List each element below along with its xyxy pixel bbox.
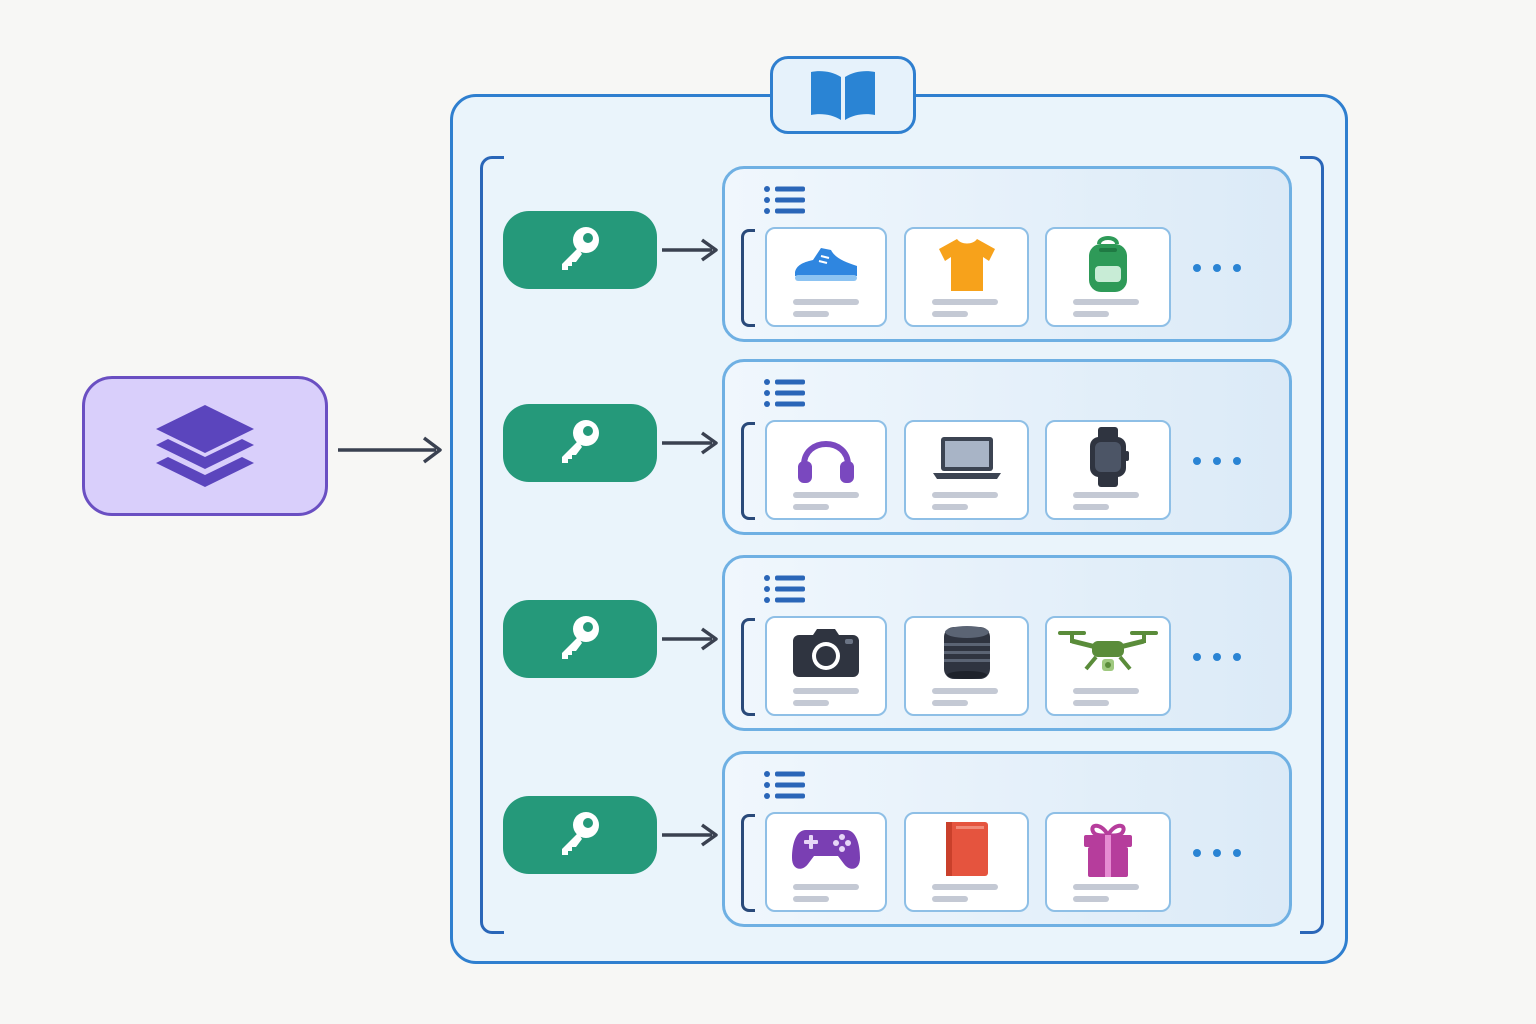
key-node-1 — [503, 211, 657, 289]
item-list-3 — [722, 555, 1292, 731]
text-placeholder-line — [1073, 504, 1109, 510]
book-open-icon — [811, 71, 875, 120]
key-arrow-1 — [662, 238, 718, 262]
key-arrow-4 — [662, 823, 718, 847]
key-arrow-2 — [662, 431, 718, 455]
item-list-4 — [722, 751, 1292, 927]
text-placeholder-line — [932, 896, 968, 902]
text-placeholder-line — [793, 504, 829, 510]
smartwatch-icon — [1047, 427, 1169, 487]
backpack-icon — [1047, 235, 1169, 293]
more-ellipsis-icon — [1193, 264, 1241, 272]
text-placeholder-line — [1073, 311, 1109, 317]
text-placeholder-line — [793, 700, 829, 706]
text-placeholder-line — [793, 299, 859, 305]
text-placeholder-line — [932, 884, 998, 890]
item-card — [765, 420, 887, 520]
index-header-tab — [770, 56, 916, 134]
text-placeholder-line — [932, 504, 968, 510]
item-list-2 — [722, 359, 1292, 535]
item-card — [765, 616, 887, 716]
list-bracket — [741, 229, 755, 327]
list-icon — [763, 185, 807, 215]
gift-icon — [1047, 820, 1169, 878]
item-card — [765, 227, 887, 327]
list-bracket — [741, 814, 755, 912]
book-icon — [906, 820, 1027, 878]
source-node — [82, 376, 328, 516]
key-icon — [554, 807, 606, 863]
camera-icon — [767, 624, 885, 682]
text-placeholder-line — [1073, 884, 1139, 890]
list-bracket — [741, 618, 755, 716]
gamepad-icon — [767, 820, 885, 878]
item-card — [1045, 420, 1171, 520]
more-ellipsis-icon — [1193, 849, 1241, 857]
text-placeholder-line — [793, 896, 829, 902]
text-placeholder-line — [932, 688, 998, 694]
text-placeholder-line — [932, 311, 968, 317]
more-ellipsis-icon — [1193, 457, 1241, 465]
text-placeholder-line — [1073, 492, 1139, 498]
text-placeholder-line — [1073, 688, 1139, 694]
outer-right-bracket — [1300, 156, 1324, 934]
tshirt-icon — [906, 235, 1027, 293]
key-icon — [554, 611, 606, 667]
item-card — [765, 812, 887, 912]
outer-left-bracket — [480, 156, 504, 934]
source-arrow — [338, 436, 442, 464]
key-node-2 — [503, 404, 657, 482]
text-placeholder-line — [932, 299, 998, 305]
item-card — [904, 616, 1029, 716]
text-placeholder-line — [793, 492, 859, 498]
item-card — [1045, 812, 1171, 912]
text-placeholder-line — [793, 311, 829, 317]
item-card — [1045, 227, 1171, 327]
list-bracket — [741, 422, 755, 520]
item-card — [904, 420, 1029, 520]
list-icon — [763, 770, 807, 800]
list-icon — [763, 378, 807, 408]
sneaker-icon — [767, 235, 885, 293]
key-node-4 — [503, 796, 657, 874]
text-placeholder-line — [793, 884, 859, 890]
text-placeholder-line — [1073, 299, 1139, 305]
key-arrow-3 — [662, 627, 718, 651]
item-list-1 — [722, 166, 1292, 342]
text-placeholder-line — [793, 688, 859, 694]
text-placeholder-line — [932, 700, 968, 706]
layers-icon — [156, 405, 254, 487]
camera-lens-icon — [906, 624, 1027, 682]
text-placeholder-line — [1073, 700, 1109, 706]
text-placeholder-line — [932, 492, 998, 498]
drone-icon — [1047, 624, 1169, 682]
list-icon — [763, 574, 807, 604]
item-card — [1045, 616, 1171, 716]
more-ellipsis-icon — [1193, 653, 1241, 661]
laptop-icon — [906, 428, 1027, 486]
key-icon — [554, 415, 606, 471]
text-placeholder-line — [1073, 896, 1109, 902]
key-icon — [554, 222, 606, 278]
item-card — [904, 812, 1029, 912]
headphones-icon — [767, 428, 885, 486]
key-node-3 — [503, 600, 657, 678]
item-card — [904, 227, 1029, 327]
